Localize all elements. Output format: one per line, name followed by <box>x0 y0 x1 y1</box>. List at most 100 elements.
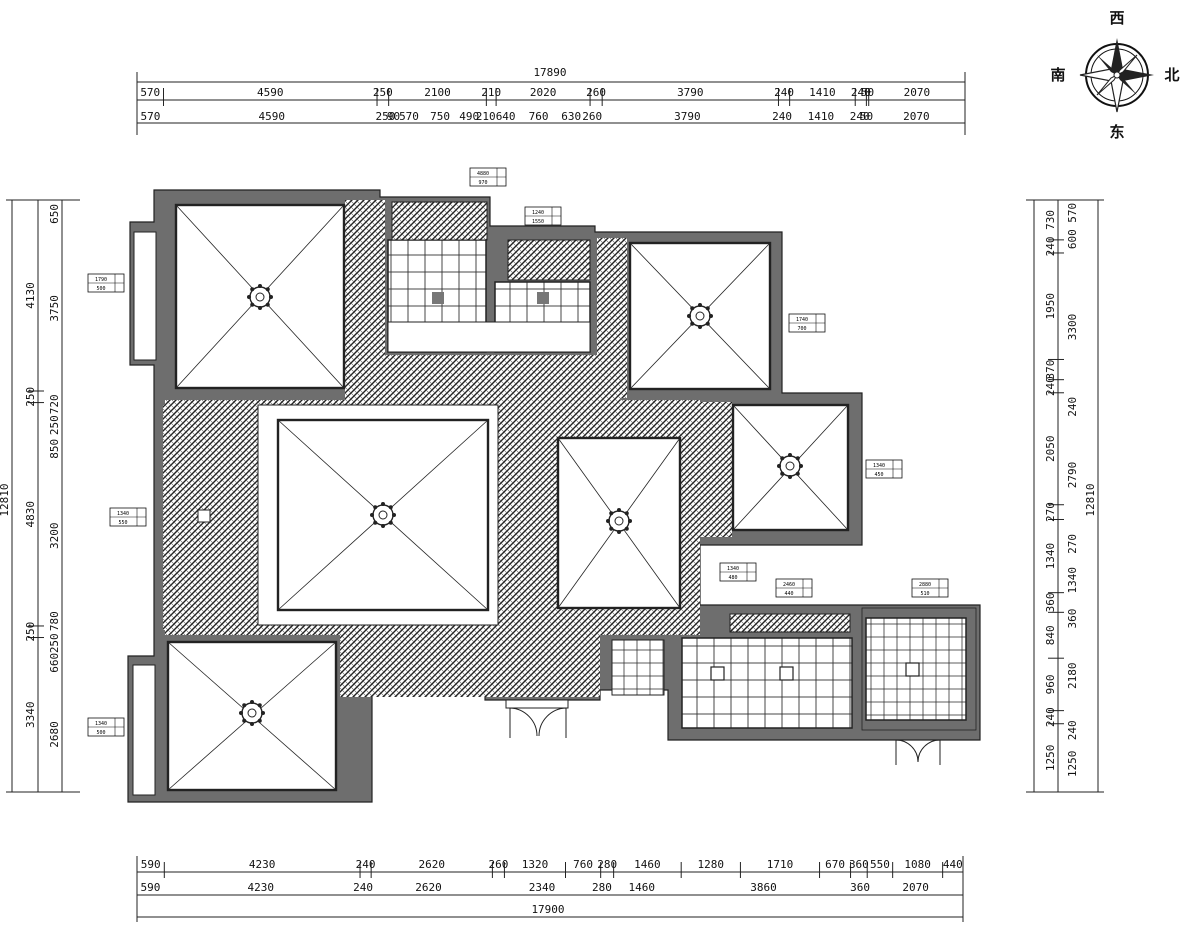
dimension-value: 260 <box>488 858 508 871</box>
dimension-value: 670 <box>825 858 845 871</box>
dimension-value: 240 <box>353 881 373 894</box>
dimension-value: 2620 <box>415 881 442 894</box>
dimension-value: 2050 <box>1044 436 1057 463</box>
dimension-tag-value: 1340 <box>727 566 739 572</box>
dimension-value: 270 <box>1066 534 1079 554</box>
compass-label-top: 西 <box>1109 9 1124 27</box>
dimension-value: 3790 <box>677 86 704 99</box>
dimension-value: 590 <box>141 881 161 894</box>
dimension-value: 3750 <box>48 295 61 322</box>
dimension-value: 240 <box>1044 376 1057 396</box>
dimension-value: 1410 <box>808 110 835 123</box>
dimension-value: 360 <box>1066 609 1079 629</box>
dimension-value: 270 <box>1044 502 1057 522</box>
dimension-value: 2680 <box>48 721 61 748</box>
dimension-value: 1320 <box>522 858 549 871</box>
dimension-value: 4830 <box>24 501 37 528</box>
dimension-value: 1460 <box>629 881 656 894</box>
dimension-value: 570 <box>1066 203 1079 223</box>
compass-label-bottom: 东 <box>1109 123 1124 141</box>
dimension-value: 280 <box>597 858 617 871</box>
compass-rose: 西 南 北 东 <box>1050 9 1179 141</box>
dimension-value: 360 <box>1044 593 1057 613</box>
dimension-tag-value: 2880 <box>919 582 931 588</box>
dimension-tag: 2460 440 <box>775 578 813 598</box>
dimension-value: 3860 <box>750 881 777 894</box>
dimension-tag-value: 500 <box>96 730 105 736</box>
dimension-value: 1710 <box>767 858 794 871</box>
dimension-value: 210 <box>481 86 501 99</box>
dimension-value: 850 <box>48 439 61 459</box>
dimension-tag-value: 500 <box>96 286 105 292</box>
dimension-value: 1080 <box>904 858 931 871</box>
dimension-value: 3200 <box>48 522 61 549</box>
compass-label-left: 南 <box>1050 66 1065 84</box>
dimension-value: 490 <box>459 110 479 123</box>
dimension-value: 600 <box>1066 229 1079 249</box>
dimension-value: 750 <box>430 110 450 123</box>
dimension-value: 90 <box>387 110 400 123</box>
dimension-tag-value: 700 <box>797 326 806 332</box>
dimension-tag-value: 2460 <box>783 582 795 588</box>
dimension-value: 240 <box>1044 707 1057 727</box>
top-total-dimension: 17890 <box>533 66 566 79</box>
dimension-value: 1410 <box>809 86 836 99</box>
compass-label-right: 北 <box>1164 66 1179 84</box>
dimension-value: 760 <box>529 110 549 123</box>
dimension-tag-value: 1340 <box>95 721 107 727</box>
room-kitchen <box>681 637 853 729</box>
dimension-value: 730 <box>1044 210 1057 230</box>
dimension-value: 4590 <box>258 110 285 123</box>
dimension-value: 370 <box>1044 360 1057 380</box>
dimension-value: 240 <box>772 110 792 123</box>
dimension-value: 570 <box>399 110 419 123</box>
dimension-value: 440 <box>943 858 963 871</box>
dimension-value: 960 <box>1044 674 1057 694</box>
dimension-tag-value: 1340 <box>873 463 885 469</box>
dimension-value: 240 <box>774 86 794 99</box>
dimension-value: 840 <box>1044 625 1057 645</box>
dimension-tag-value: 450 <box>874 472 883 478</box>
dimension-tag-value: 1240 <box>532 210 544 216</box>
dimension-tag-value: 4880 <box>477 171 489 177</box>
dimension-tag-value: 1740 <box>796 317 808 323</box>
dimension-value: 780 <box>48 611 61 631</box>
dimension-tag: 1340 500 <box>87 717 125 737</box>
dimension-value: 3790 <box>674 110 701 123</box>
ceiling-light-icon <box>370 502 396 528</box>
left-dimension-lines <box>6 199 80 793</box>
dimension-value: 2070 <box>904 86 931 99</box>
hall-floor-hatch <box>380 355 620 405</box>
dimension-value: 210 <box>476 110 496 123</box>
balcony-2 <box>132 664 156 796</box>
dimension-value: 360 <box>850 881 870 894</box>
dimension-value: 260 <box>586 86 606 99</box>
dimension-value: 240 <box>356 858 376 871</box>
ceiling-light-icon <box>247 284 273 310</box>
dimension-value: 250 <box>376 110 396 123</box>
dimension-tag-value: 440 <box>784 591 793 597</box>
dimension-value: 250 <box>24 622 37 642</box>
dimension-value: 4230 <box>249 858 276 871</box>
dimension-value: 1250 <box>1044 745 1057 772</box>
top-dimension-lines <box>136 72 966 135</box>
dimension-value: 1460 <box>634 858 661 871</box>
dimension-tag-value: 550 <box>118 520 127 526</box>
ceiling-light-icon <box>777 453 803 479</box>
ceiling-light-icon <box>606 508 632 534</box>
dimension-value: 2180 <box>1066 663 1079 690</box>
dimension-value: 1340 <box>1044 543 1057 570</box>
dimension-value: 1280 <box>698 858 725 871</box>
left-total-dimension: 12810 <box>0 483 11 516</box>
